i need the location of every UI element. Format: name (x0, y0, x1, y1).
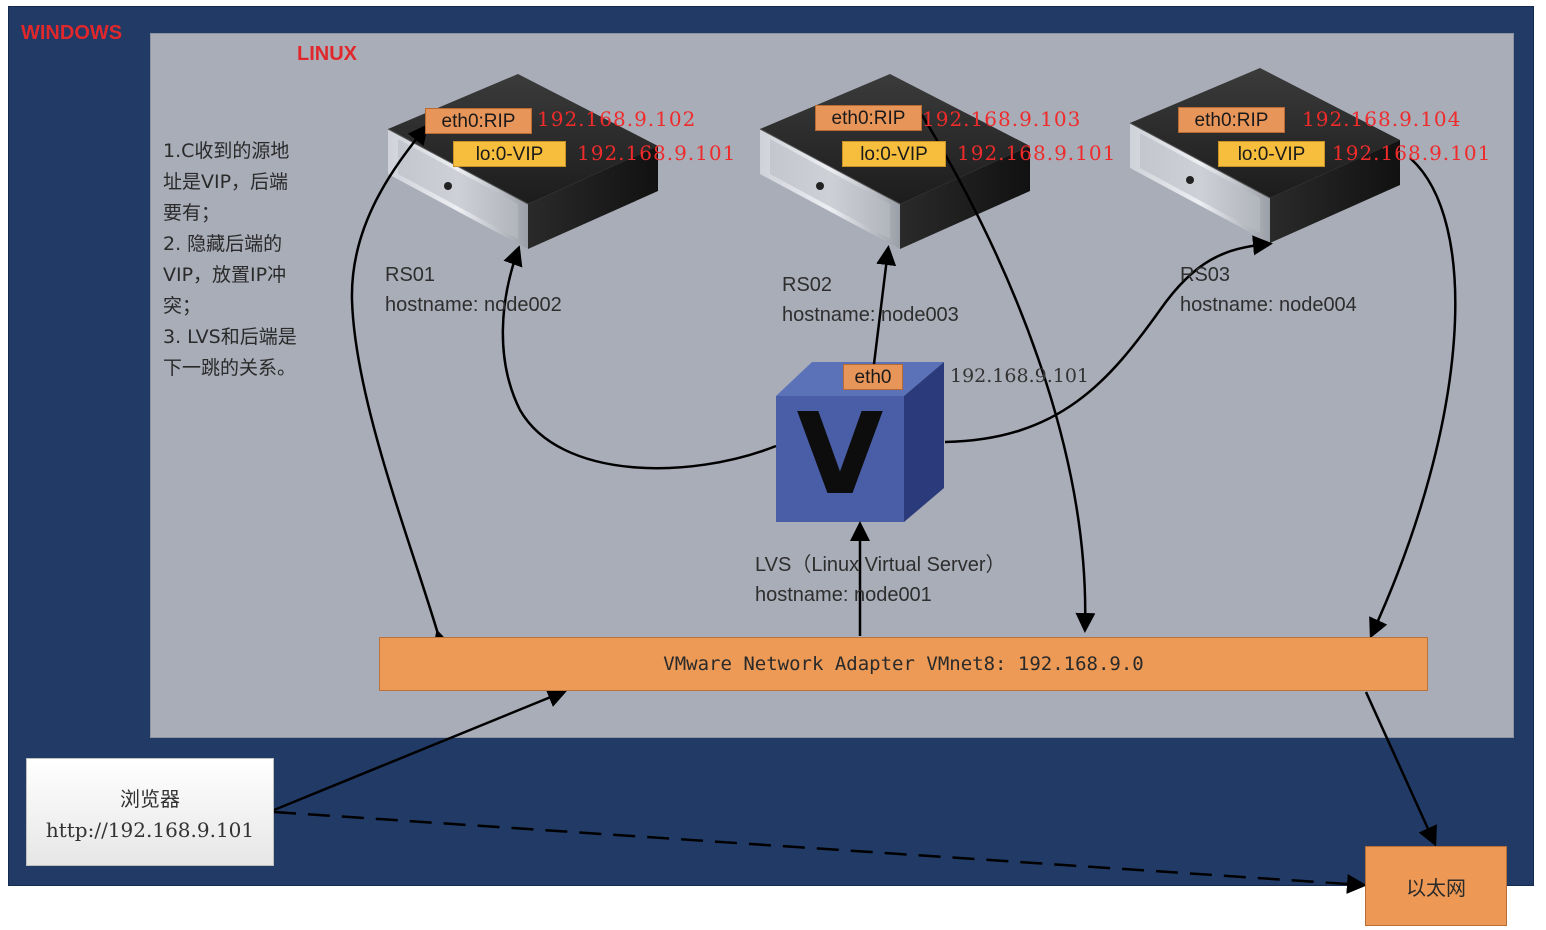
rs02-vip: 192.168.9.101 (957, 141, 1117, 165)
ethernet-label: 以太网 (1406, 875, 1466, 900)
lvs-title: LVS（Linux Virtual Server） (755, 554, 1006, 576)
note-line: 要有； (163, 202, 221, 224)
note-line: 3. LVS和后端是 (163, 326, 297, 348)
note-line: 1.C收到的源地 (163, 140, 290, 162)
browser-title: 浏览器 (120, 786, 180, 811)
rs03-info: RS03 hostname: node004 (1180, 260, 1357, 320)
rs01-info: RS01 hostname: node002 (385, 260, 562, 320)
rs03-vip: 192.168.9.101 (1332, 141, 1492, 165)
rs01-eth-tag: eth0:RIP (425, 108, 532, 134)
rs02-info: RS02 hostname: node003 (782, 270, 959, 330)
lvs-info: LVS（Linux Virtual Server） hostname: node… (755, 550, 1005, 610)
vmnet8-network-bar: VMware Network Adapter VMnet8: 192.168.9… (379, 637, 1428, 691)
rs03-rip: 192.168.9.104 (1302, 107, 1462, 131)
explanation-note: 1.C收到的源地 址是VIP，后端 要有； 2. 隐藏后端的 VIP，放置IP冲… (163, 136, 333, 384)
windows-label: WINDOWS (21, 22, 123, 44)
lvs-ip: 192.168.9.101 (950, 365, 1090, 387)
rs02-lo-tag: lo:0-VIP (842, 141, 946, 167)
linux-label: LINUX (297, 43, 357, 65)
lvs-letter: V (796, 390, 884, 520)
rs03-lo-tag: lo:0-VIP (1218, 141, 1325, 167)
note-line: 突； (163, 295, 202, 317)
browser-box: 浏览器 http://192.168.9.101 (26, 758, 274, 866)
lvs-hostname: hostname: node001 (755, 584, 932, 606)
rs02-eth-tag: eth0:RIP (815, 105, 922, 131)
rs03-name: RS03 (1180, 264, 1231, 286)
note-line: VIP，放置IP冲 (163, 264, 287, 286)
vmnet8-label: VMware Network Adapter VMnet8: 192.168.9… (663, 653, 1144, 675)
rs02-name: RS02 (782, 274, 833, 296)
rs01-lo-tag: lo:0-VIP (453, 141, 566, 167)
rs01-hostname: hostname: node002 (385, 294, 562, 316)
rs01-vip: 192.168.9.101 (577, 141, 737, 165)
lvs-eth-tag: eth0 (843, 364, 903, 390)
rs01-name: RS01 (385, 264, 436, 286)
rs02-hostname: hostname: node003 (782, 304, 959, 326)
browser-url: http://192.168.9.101 (45, 817, 255, 842)
rs03-eth-tag: eth0:RIP (1178, 107, 1285, 133)
note-line: 下一跳的关系。 (163, 357, 297, 379)
ethernet-box: 以太网 (1365, 846, 1507, 926)
rs02-rip: 192.168.9.103 (922, 107, 1082, 131)
rs03-hostname: hostname: node004 (1180, 294, 1357, 316)
note-line: 2. 隐藏后端的 (163, 233, 283, 255)
rs01-rip: 192.168.9.102 (537, 107, 697, 131)
note-line: 址是VIP，后端 (163, 171, 289, 193)
